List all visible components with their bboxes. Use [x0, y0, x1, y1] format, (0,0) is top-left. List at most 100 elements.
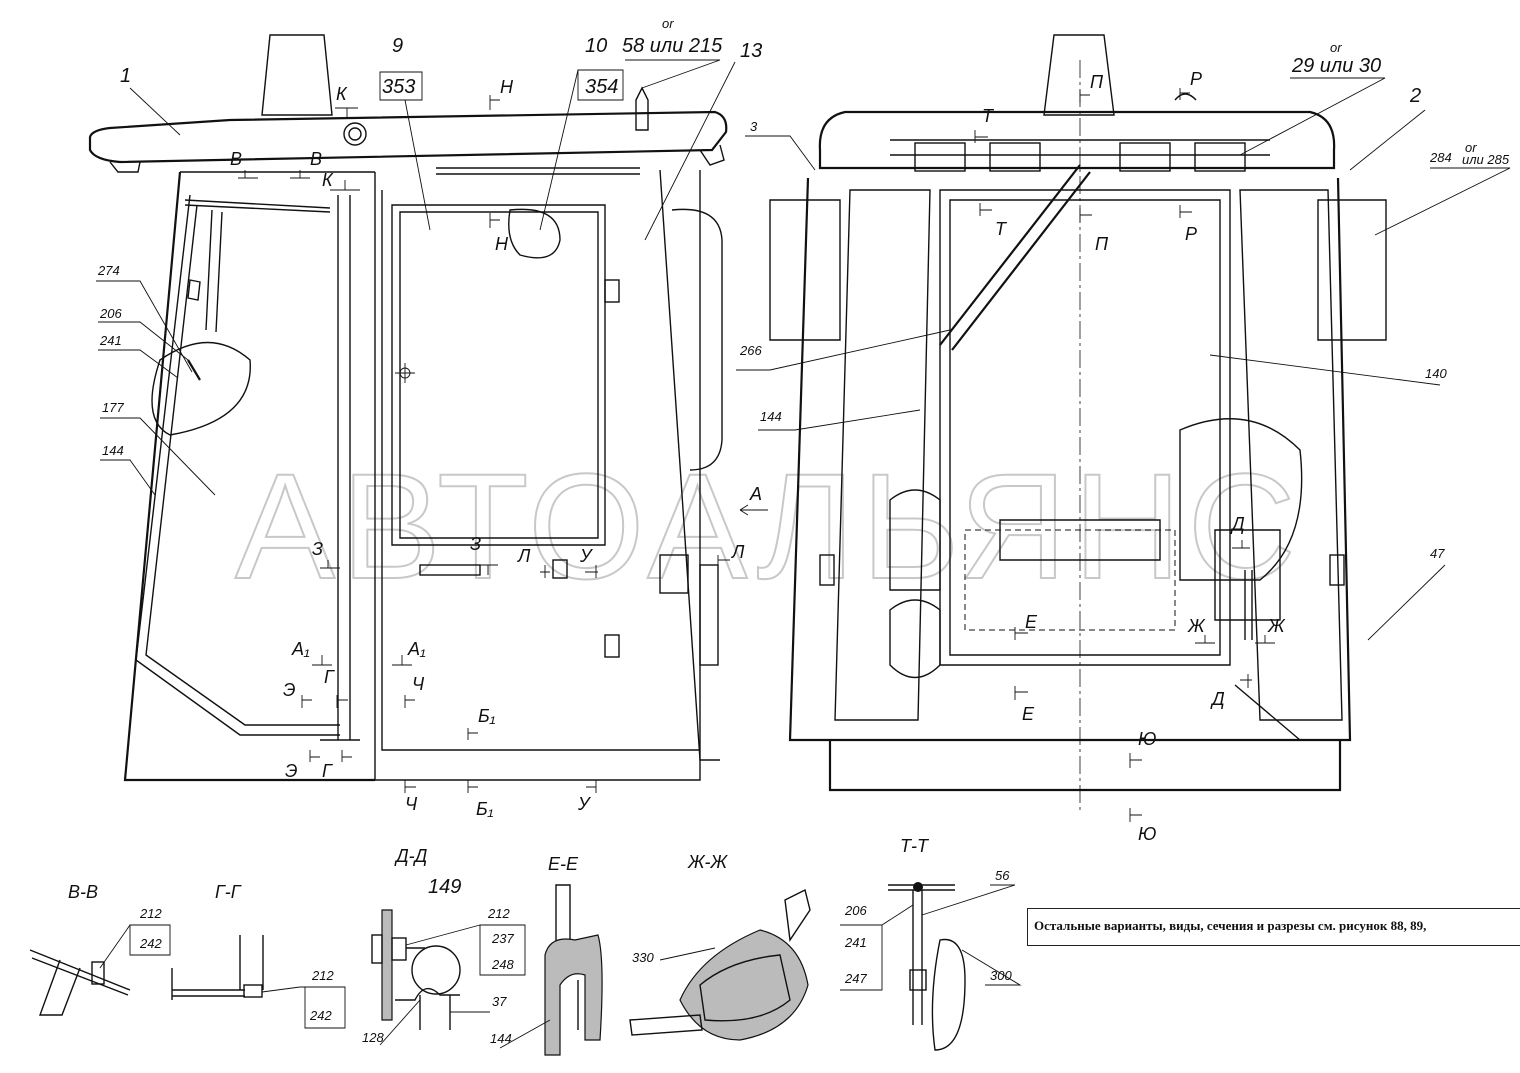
section-v-v-num-242: 242 [139, 936, 162, 951]
section-d-d: Д-Д 149 212 237 248 37 128 [362, 846, 526, 1046]
right-view-labels: 3 or 29 или 30 2 284 or или 285 266 140 … [736, 40, 1511, 641]
section-e-e-title: Е-Е [548, 854, 579, 874]
right-view-markers: П П Р Р Т Т Д Д Е Е Ж Ж Ю Ю [974, 69, 1286, 844]
watermark: АВТОАЛЬЯНС [235, 442, 1302, 610]
marker-e: Э [283, 680, 296, 700]
marker-n-2: Н [495, 234, 509, 254]
marker-t-2: Т [995, 219, 1008, 239]
marker-z: З [312, 539, 323, 559]
label-10: 10 [585, 35, 607, 57]
marker-k: К [336, 84, 348, 104]
label-13: 13 [740, 40, 762, 62]
left-view-markers: К К Н Н В В З З Л У А Л А₁ А₁ Э Г Ч Б₁ [230, 77, 768, 819]
left-side-view [88, 34, 728, 782]
label-58-or-215: 58 или 215 [622, 35, 723, 57]
label-2: 2 [1409, 85, 1421, 107]
label-353: 353 [382, 76, 415, 98]
label-144: 144 [102, 443, 124, 458]
label-354: 354 [585, 76, 618, 98]
marker-u-2: У [577, 794, 591, 814]
marker-g-2: Г [322, 761, 333, 781]
marker-u: У [579, 546, 593, 566]
marker-p: П [1090, 72, 1104, 92]
section-d-d-num-237: 237 [491, 931, 514, 946]
section-v-v: В-В 212 242 [29, 882, 171, 1016]
label-284: 284 [1429, 150, 1452, 165]
marker-r-2: Р [1185, 224, 1197, 244]
label-or-3: or [1465, 140, 1477, 155]
section-zh-zh-title: Ж-Ж [687, 852, 729, 872]
marker-r: Р [1190, 69, 1202, 89]
label-206: 206 [99, 306, 122, 321]
marker-b1: Б₁ [478, 706, 496, 726]
section-zh-zh-num-330: 330 [632, 950, 654, 965]
section-g-g-title: Г-Г [215, 882, 242, 902]
marker-yu-2: Ю [1138, 824, 1156, 844]
label-274: 274 [97, 263, 120, 278]
section-t-t-num-56: 56 [995, 868, 1010, 883]
marker-ch: Ч [412, 674, 425, 694]
section-d-d-num-248: 248 [491, 957, 514, 972]
section-d-d-num-149: 149 [428, 876, 461, 898]
marker-e-right-2: Е [1022, 704, 1035, 724]
marker-zh-2: Ж [1267, 616, 1286, 636]
marker-d: Д [1230, 514, 1245, 534]
label-140: 140 [1425, 366, 1447, 381]
label-or-1: or [662, 16, 674, 31]
marker-a1-2: А₁ [407, 639, 426, 659]
label-or-2: or [1330, 40, 1342, 55]
left-view-labels: 1 9 353 10 354 or 58 или 215 13 274 206 … [96, 16, 762, 496]
marker-v: В [230, 149, 242, 169]
label-or-285: или 285 [1462, 152, 1510, 167]
label-241: 241 [99, 333, 122, 348]
marker-a: А [749, 484, 762, 504]
section-v-v-title: В-В [68, 882, 98, 902]
marker-v-2: В [310, 149, 322, 169]
note-text: Остальные варианты, виды, сечения и разр… [1034, 918, 1427, 933]
label-47: 47 [1430, 546, 1445, 561]
marker-l-2: Л [731, 542, 745, 562]
marker-yu: Ю [1138, 729, 1156, 749]
right-front-view [769, 34, 1387, 810]
label-1: 1 [120, 65, 131, 87]
marker-p-2: П [1095, 234, 1109, 254]
marker-g: Г [324, 667, 335, 687]
section-e-e: Е-Е 144 [490, 854, 603, 1056]
section-v-v-num-212: 212 [139, 906, 162, 921]
section-t-t-num-206: 206 [844, 903, 867, 918]
marker-e-right: Е [1025, 612, 1038, 632]
marker-b1-2: Б₁ [476, 799, 494, 819]
marker-d-2: Д [1210, 689, 1225, 709]
section-g-g: Г-Г 212 242 [171, 882, 346, 1029]
marker-k-2: К [322, 170, 334, 190]
marker-zh: Ж [1187, 616, 1206, 636]
marker-l: Л [517, 546, 531, 566]
section-e-e-num-144: 144 [490, 1031, 512, 1046]
section-t-t-num-247: 247 [844, 971, 867, 986]
marker-e-2: Э [285, 761, 298, 781]
marker-a1: А₁ [291, 639, 310, 659]
marker-n: Н [500, 77, 514, 97]
section-g-g-num-212: 212 [311, 968, 334, 983]
section-d-d-num-128: 128 [362, 1030, 384, 1045]
label-177: 177 [102, 400, 124, 415]
label-144-right: 144 [760, 409, 782, 424]
section-d-d-title: Д-Д [394, 846, 428, 866]
section-d-d-num-212: 212 [487, 906, 510, 921]
label-9: 9 [392, 35, 403, 57]
marker-z-2: З [470, 534, 481, 554]
section-t-t: Т-Т 206 241 247 56 300 [840, 836, 1022, 1051]
section-t-t-num-300: 300 [990, 968, 1012, 983]
section-t-t-title: Т-Т [900, 836, 930, 856]
section-d-d-num-37: 37 [492, 994, 507, 1009]
label-3: 3 [750, 119, 758, 134]
marker-t: Т [982, 106, 995, 126]
note-box: Остальные варианты, виды, сечения и разр… [1027, 908, 1520, 946]
section-g-g-num-242: 242 [309, 1008, 332, 1023]
marker-ch-2: Ч [405, 794, 418, 814]
label-266: 266 [739, 343, 762, 358]
label-29-or-30: 29 или 30 [1291, 55, 1381, 77]
section-t-t-num-241: 241 [844, 935, 867, 950]
section-zh-zh: Ж-Ж 330 [629, 852, 811, 1041]
